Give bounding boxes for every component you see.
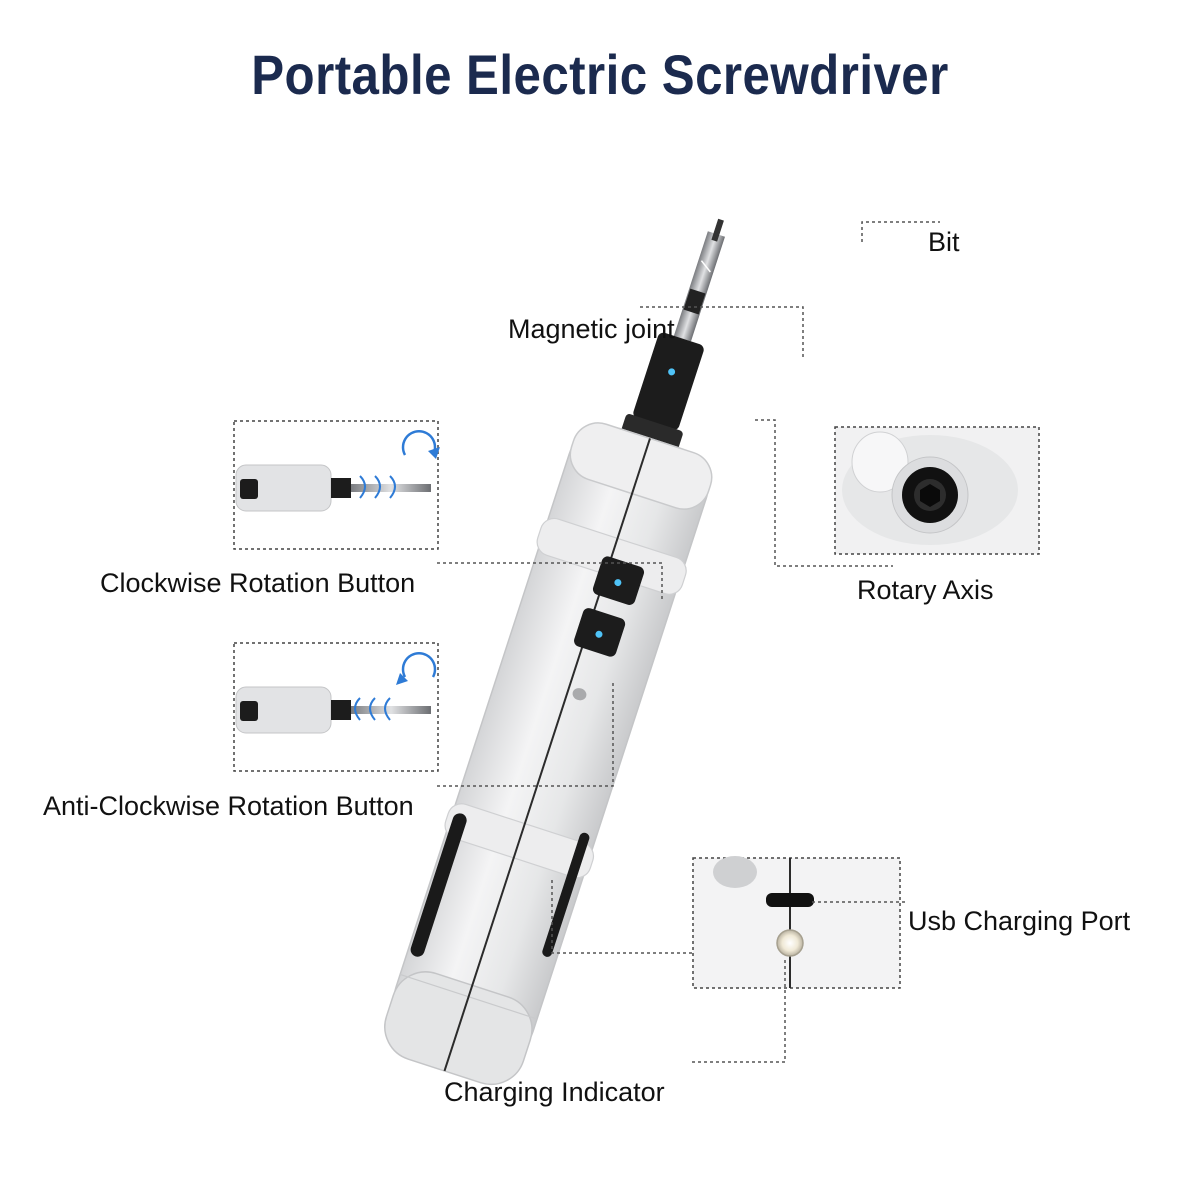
inset-usb-port — [692, 856, 901, 989]
inset-clockwise — [233, 420, 440, 550]
label-rotary-axis: Rotary Axis — [857, 575, 994, 605]
label-magnetic-joint: Magnetic joint — [508, 314, 675, 344]
clockwise-button — [592, 556, 645, 605]
bit — [673, 218, 725, 342]
magnetic-joint — [620, 332, 704, 452]
label-charging-indicator: Charging Indicator — [444, 1077, 665, 1107]
page-title: Portable Electric Screwdriver — [251, 43, 949, 106]
inset-rotary-axis — [834, 426, 1040, 555]
label-usb-port: Usb Charging Port — [908, 906, 1131, 936]
screwdriver — [384, 218, 725, 1086]
label-clockwise-button: Clockwise Rotation Button — [100, 568, 416, 598]
inset-anticlockwise — [233, 642, 439, 772]
label-anticlockwise-button: Anti-Clockwise Rotation Button — [43, 791, 414, 821]
leader-lines — [437, 221, 940, 1063]
label-bit: Bit — [928, 227, 960, 257]
anticlockwise-button — [574, 608, 626, 657]
